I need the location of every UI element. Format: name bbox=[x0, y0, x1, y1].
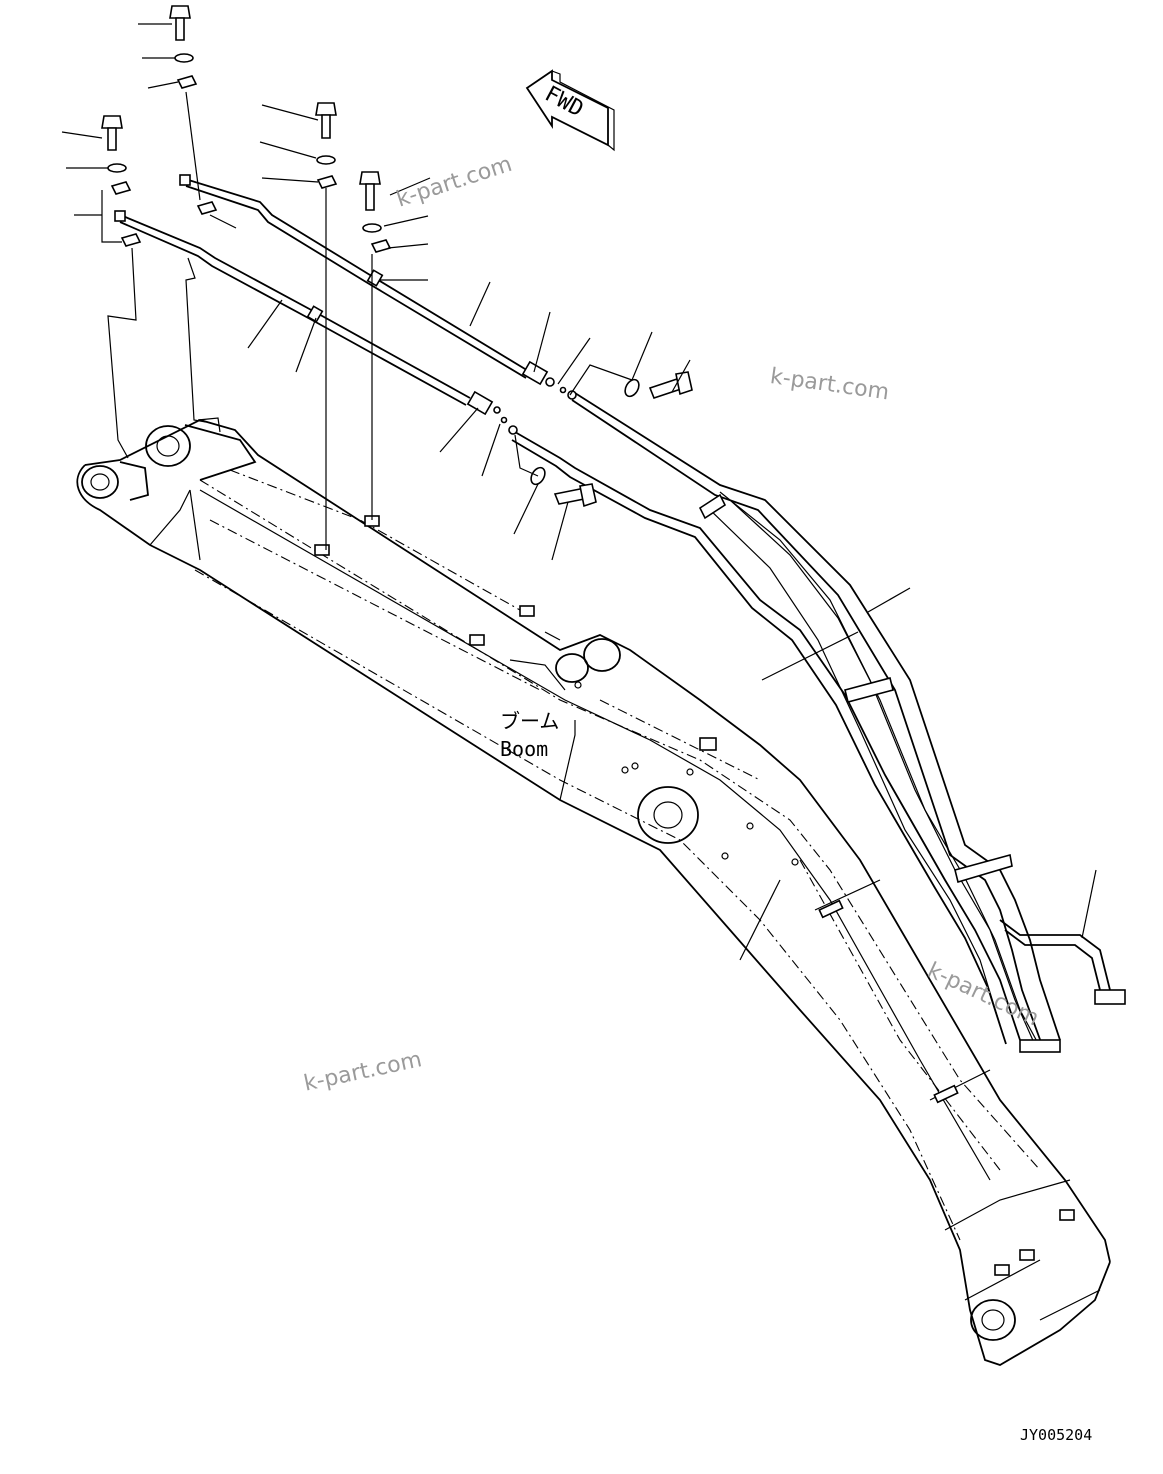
boom-body bbox=[76, 417, 1111, 1366]
hydraulic-pipes bbox=[114, 174, 1126, 1053]
fwd-arrow: FWD bbox=[525, 69, 615, 152]
leader-lines bbox=[61, 23, 1097, 939]
drawing-id: JY005204 bbox=[1020, 1426, 1092, 1444]
fasteners bbox=[101, 5, 693, 508]
watermark: k-part.com bbox=[302, 1047, 424, 1096]
fwd-label: FWD bbox=[541, 82, 588, 123]
boom-label-en: Boom bbox=[500, 737, 548, 761]
watermark: k-part.com bbox=[769, 364, 891, 405]
boom-label-ja: ブーム bbox=[500, 709, 559, 733]
watermark: k-part.com bbox=[393, 152, 515, 213]
